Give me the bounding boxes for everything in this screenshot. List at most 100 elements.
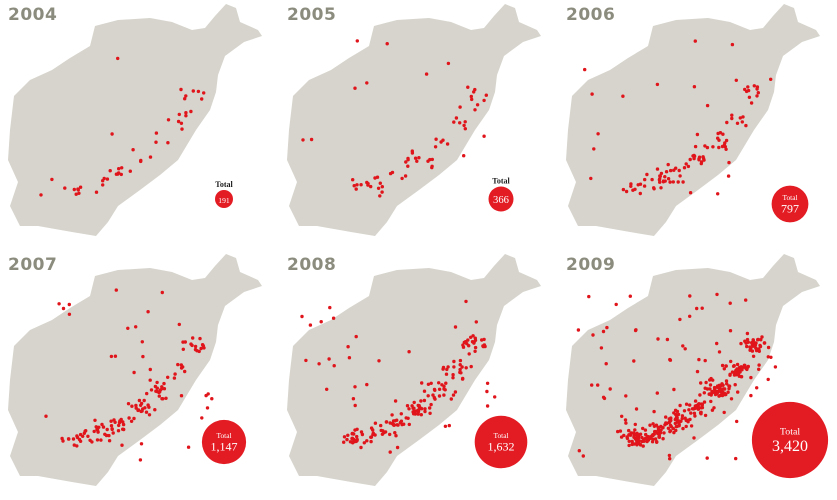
incident-dot bbox=[725, 120, 729, 125]
incident-dot bbox=[452, 120, 456, 124]
incident-dot bbox=[583, 67, 587, 72]
incident-dot bbox=[362, 441, 366, 445]
incident-dot bbox=[677, 168, 681, 173]
incident-dot bbox=[673, 417, 677, 422]
incident-dot bbox=[451, 393, 456, 397]
incident-dot bbox=[388, 171, 393, 176]
incident-dot bbox=[127, 416, 131, 420]
incident-dot bbox=[325, 387, 329, 391]
incident-dot bbox=[453, 390, 458, 394]
incident-dot bbox=[349, 440, 354, 444]
incident-dot bbox=[437, 381, 441, 385]
total-value: 3,420 bbox=[772, 438, 808, 455]
incident-dot bbox=[162, 387, 167, 391]
incident-dot bbox=[415, 159, 419, 163]
incident-dot bbox=[432, 395, 436, 400]
incident-dot bbox=[654, 423, 659, 427]
incident-dot bbox=[722, 410, 726, 415]
incident-dot bbox=[403, 174, 408, 178]
incident-dot bbox=[71, 437, 76, 441]
incident-dot bbox=[596, 383, 600, 387]
incident-dot bbox=[627, 428, 631, 433]
incident-dot bbox=[181, 365, 185, 369]
incident-dot bbox=[728, 329, 733, 333]
incident-dot bbox=[319, 320, 323, 324]
incident-dot bbox=[755, 85, 760, 89]
incident-dot bbox=[458, 367, 462, 372]
incident-dot bbox=[651, 422, 655, 426]
incident-dot bbox=[407, 407, 411, 411]
incident-dot bbox=[673, 408, 678, 412]
incident-dot bbox=[474, 320, 478, 324]
incident-dot bbox=[101, 183, 105, 187]
incident-dot bbox=[189, 109, 193, 114]
incident-dot bbox=[655, 440, 659, 444]
incident-dot bbox=[680, 414, 685, 418]
incident-dot bbox=[757, 367, 761, 371]
incident-dot bbox=[183, 340, 187, 344]
incident-dot bbox=[423, 409, 427, 414]
incident-dot bbox=[596, 132, 600, 136]
incident-dot bbox=[331, 316, 336, 320]
incident-dot bbox=[664, 170, 669, 174]
incident-dot bbox=[684, 162, 688, 166]
incident-dot bbox=[400, 422, 404, 427]
incident-dot bbox=[589, 176, 593, 181]
incident-dot bbox=[462, 154, 466, 158]
incident-dot bbox=[451, 376, 455, 380]
incident-dot bbox=[444, 381, 448, 385]
incident-dot bbox=[422, 389, 427, 393]
incident-dot bbox=[359, 445, 363, 450]
incident-dot bbox=[699, 161, 703, 166]
incident-dot bbox=[632, 434, 636, 439]
country-shape bbox=[287, 4, 541, 236]
total-value: 1,147 bbox=[211, 439, 238, 453]
incident-dot bbox=[659, 171, 664, 176]
incident-dot bbox=[623, 418, 628, 422]
incident-dot bbox=[172, 376, 177, 380]
incident-dot bbox=[703, 144, 707, 148]
incident-dot bbox=[656, 337, 660, 341]
incident-dot bbox=[681, 426, 685, 431]
incident-dot bbox=[482, 98, 486, 103]
incident-dot bbox=[445, 142, 450, 146]
incident-dot bbox=[176, 362, 180, 367]
incident-dot bbox=[614, 302, 618, 307]
incident-dot bbox=[462, 123, 466, 128]
incident-dot bbox=[308, 323, 313, 327]
incident-dot bbox=[604, 362, 608, 366]
incident-dot bbox=[443, 388, 447, 392]
country-shape bbox=[8, 4, 262, 236]
incident-dot bbox=[724, 138, 729, 143]
incident-dot bbox=[590, 92, 594, 96]
incident-dot bbox=[717, 350, 722, 354]
incident-dot bbox=[141, 354, 145, 359]
incident-dot bbox=[678, 403, 682, 408]
incident-dot bbox=[359, 430, 364, 434]
incident-dot bbox=[699, 406, 703, 410]
incident-dot bbox=[119, 172, 124, 177]
incident-dot bbox=[460, 365, 464, 369]
incident-dot bbox=[328, 305, 332, 310]
incident-dot bbox=[750, 349, 755, 353]
incident-dot bbox=[184, 114, 188, 118]
incident-dot bbox=[659, 428, 663, 432]
incident-dot bbox=[735, 362, 740, 367]
incident-dot bbox=[74, 192, 78, 196]
incident-dot bbox=[141, 407, 145, 411]
incident-dot bbox=[419, 406, 423, 410]
incident-dot bbox=[407, 422, 411, 427]
incident-dot bbox=[113, 354, 118, 358]
incident-dot bbox=[711, 390, 715, 395]
incident-dot bbox=[754, 341, 758, 345]
incident-dot bbox=[673, 421, 677, 426]
incident-dot bbox=[693, 39, 697, 43]
incident-dot bbox=[365, 382, 369, 387]
incident-dot bbox=[704, 380, 708, 385]
incident-dot bbox=[601, 395, 606, 399]
country-shape bbox=[566, 254, 820, 486]
incident-dot bbox=[157, 394, 161, 398]
incident-dot bbox=[715, 385, 719, 389]
